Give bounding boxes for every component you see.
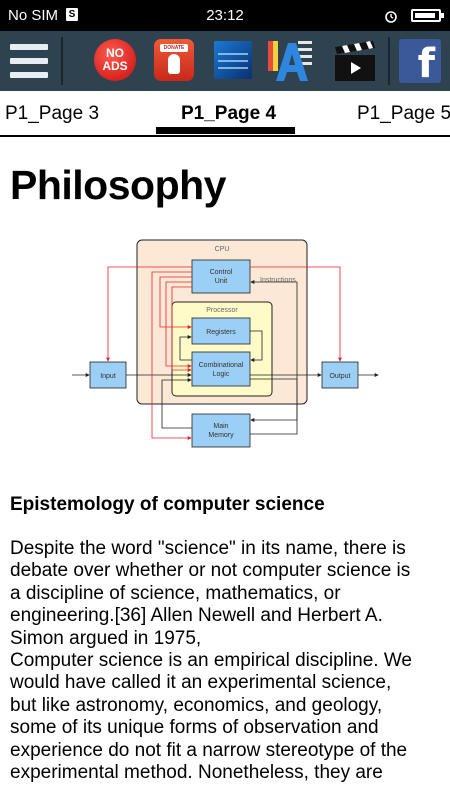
main-memory-box [191, 413, 251, 448]
output-label: Output [329, 373, 350, 380]
control-unit-box [191, 259, 251, 294]
paragraph-line: experience do not fit a narrow stereotyp… [10, 739, 408, 761]
menu-button[interactable] [0, 31, 58, 91]
processor-label: Processor [206, 307, 238, 314]
registers-box [191, 317, 251, 345]
paragraph-line: debate over whether or not computer scie… [10, 560, 411, 582]
hand-icon [168, 54, 180, 74]
paragraph-line: Simon argued in 1975, [10, 627, 202, 649]
control-unit-label: Control [210, 269, 233, 276]
control-unit-label: Unit [215, 278, 228, 285]
menu-icon-bar [10, 58, 48, 64]
toolbar-divider [388, 37, 390, 85]
clapperboard-icon [335, 41, 375, 81]
paragraph-line: a discipline of science, mathematics, or [10, 582, 341, 604]
registers-label: Registers [206, 329, 236, 336]
paragraph-line: Computer science is an empirical discipl… [10, 650, 412, 672]
battery-level [415, 13, 435, 18]
display-icon [214, 41, 252, 79]
no-ads-icon: NO ADS [94, 39, 136, 81]
carrier-label: No SIM [8, 7, 59, 24]
no-ads-button[interactable]: NO ADS [86, 31, 144, 91]
menu-icon-bar [10, 44, 48, 50]
main-memory-label: Main [213, 423, 228, 430]
cpu-label: CPU [215, 246, 230, 253]
toolbar-divider [61, 37, 63, 85]
alarm-icon [385, 11, 397, 23]
paragraph-line: engineering.[36] Allen Newell and Herber… [10, 605, 383, 627]
combinational-logic-box [191, 351, 251, 387]
main-memory-label: Memory [208, 432, 234, 439]
donate-icon: DONATE [154, 39, 194, 81]
font-settings-icon [268, 41, 312, 81]
video-button[interactable] [325, 31, 383, 91]
display-button[interactable] [204, 31, 262, 91]
article-paragraph: Despite the word "science" in its name, … [10, 538, 448, 784]
tab-p1-page-4[interactable]: P1_Page 4 [181, 103, 277, 124]
combinational-logic-label: Logic [213, 371, 230, 378]
control-lines [106, 266, 342, 440]
menu-icon-bar [10, 72, 48, 78]
data-lines [72, 280, 379, 435]
display-icon-line [218, 53, 248, 55]
status-bar: No SIM S 23:12 [0, 0, 450, 31]
clock: 23:12 [206, 7, 244, 24]
page-title: Philosophy [10, 162, 226, 208]
paragraph-line: Despite the word "science" in its name, … [10, 538, 406, 559]
tab-p1-page-3[interactable]: P1_Page 3 [5, 103, 100, 124]
top-toolbar: NO ADS DONATE [0, 31, 450, 91]
cpu-architecture-diagram: CPU Processor Control Unit Instructions … [72, 239, 379, 448]
input-label: Input [100, 373, 116, 380]
output-box [321, 361, 359, 389]
display-icon-line [218, 67, 248, 69]
facebook-icon: f [399, 39, 441, 83]
battery-icon [411, 9, 444, 22]
instructions-label: Instructions [260, 277, 296, 284]
active-tab-indicator [156, 127, 295, 134]
sim-icon: S [66, 8, 78, 21]
page-tabs: P1_Page 3 P1_Page 4 P1_Page 5 [0, 91, 450, 137]
facebook-button[interactable]: f [391, 31, 449, 91]
donate-label: DONATE [160, 44, 188, 52]
display-icon-line [218, 60, 248, 62]
paragraph-line: some of its unique forms of observation … [10, 717, 379, 739]
no-ads-label: ADS [102, 59, 128, 73]
tab-p1-page-5[interactable]: P1_Page 5 [357, 103, 450, 124]
paragraph-line: experimental method. Nonetheless, they a… [10, 762, 383, 784]
paragraph-line: but like astronomy, economics, and geolo… [10, 694, 383, 716]
no-ads-label: NO [106, 46, 124, 60]
paragraph-line: would have called it an experimental sci… [10, 672, 392, 694]
font-settings-button[interactable] [262, 31, 320, 91]
combinational-logic-label: Combinational [199, 362, 244, 369]
donate-button[interactable]: DONATE [145, 31, 203, 91]
section-heading: Epistemology of computer science [10, 494, 325, 515]
